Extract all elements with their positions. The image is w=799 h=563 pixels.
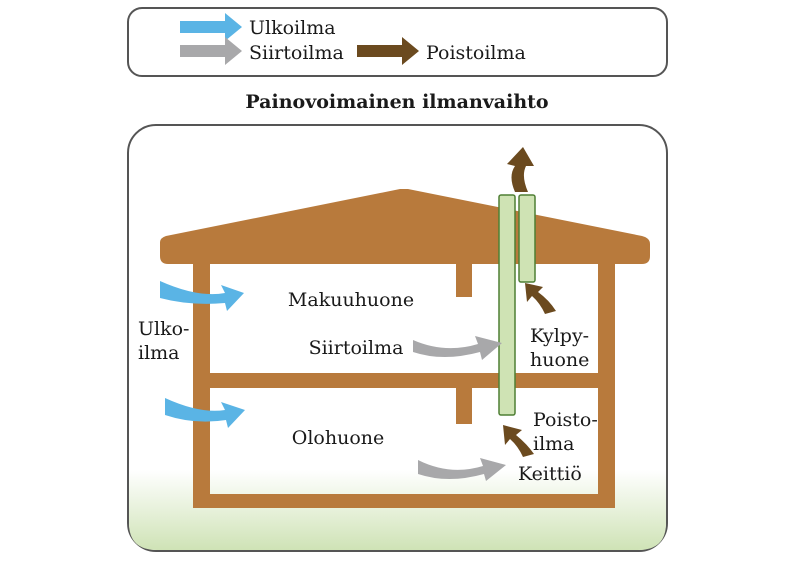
legend: Ulkoilma Siirtoilma Poistoilma <box>127 7 668 77</box>
label-bathroom-line2: huone <box>530 349 589 371</box>
label-exhaust-air-line2: ilma <box>533 433 575 455</box>
label-outdoor-air-line1: Ulko- <box>138 318 189 340</box>
outdoor-air-arrow-upper <box>160 281 244 311</box>
label-bathroom-line1: Kylpy- <box>530 325 589 347</box>
duct-bathroom <box>518 194 536 283</box>
ground-floor <box>193 494 615 508</box>
legend-frame <box>127 7 668 77</box>
outdoor-air-arrow-lower <box>165 398 245 428</box>
transfer-air-arrow-upper <box>413 336 502 360</box>
transfer-air-arrow-lower <box>418 458 506 481</box>
lower-partition <box>456 386 472 424</box>
exhaust-air-arrow-kitchen <box>503 425 534 457</box>
legend-outdoor-label: Ulkoilma <box>249 17 336 39</box>
exhaust-air-arrow-top <box>507 147 534 192</box>
middle-floor <box>193 373 615 388</box>
legend-transfer-label: Siirtoilma <box>249 42 344 64</box>
ground <box>129 470 666 550</box>
label-transfer-air: Siirtoilma <box>309 337 404 359</box>
legend-transfer-arrow <box>180 37 242 65</box>
diagram-title: Painovoimainen ilmanvaihto <box>245 91 548 113</box>
upper-partition <box>456 262 472 297</box>
duct-kitchen <box>498 194 516 416</box>
legend-outdoor-arrow <box>180 13 242 41</box>
label-outdoor-air-line2: ilma <box>138 342 180 364</box>
exhaust-air-arrow-bathroom <box>525 283 556 314</box>
label-exhaust-air-line1: Poisto- <box>533 409 598 431</box>
label-kitchen: Keittiö <box>518 463 582 485</box>
legend-exhaust-label: Poistoilma <box>426 42 526 64</box>
label-bedroom: Makuuhuone <box>288 289 414 311</box>
label-living-room: Olohuone <box>292 427 385 449</box>
legend-exhaust-arrow <box>357 37 419 65</box>
